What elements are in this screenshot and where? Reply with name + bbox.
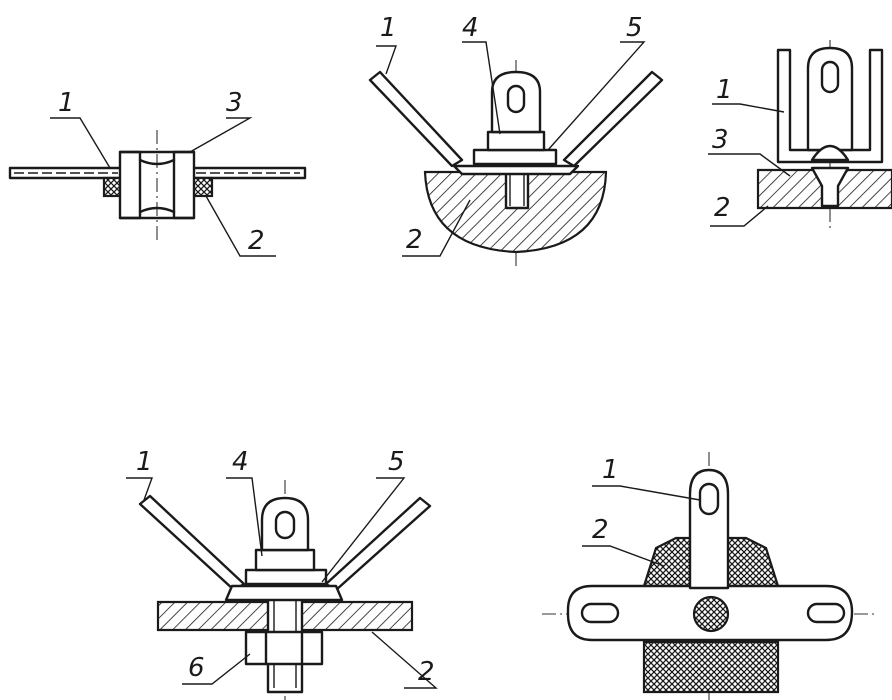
figure-a-grommet: 1 3 2 [8, 88, 307, 257]
fig-d-label-1: 1 [136, 447, 153, 477]
fig-d-label-4: 4 [232, 447, 249, 477]
fig-e-label-2: 2 [592, 515, 609, 545]
fig-b-label-5: 5 [626, 13, 643, 43]
figure-e-cross-plate: 1 2 [542, 452, 878, 700]
fig-a-label-1: 1 [58, 88, 75, 118]
fig-b-label-1: 1 [380, 13, 397, 43]
fig-c-label-3: 3 [712, 125, 729, 155]
figure-c-countersunk-eyebolt: 1 3 2 [708, 40, 892, 230]
figure-b-eyebolt-anchor: 1 4 5 2 [368, 13, 664, 268]
figure-d-through-bolt: 1 4 5 6 2 [126, 447, 438, 700]
fig-a-label-2: 2 [248, 226, 265, 256]
fig-c-label-1: 1 [716, 75, 733, 105]
fig-e-label-1: 1 [602, 455, 619, 485]
fig-b-label-2: 2 [406, 225, 423, 255]
fig-a-label-3: 3 [226, 88, 243, 118]
fig-b-label-4: 4 [462, 13, 479, 43]
fig-d-label-5: 5 [388, 447, 405, 477]
fig-d-label-2: 2 [418, 657, 435, 687]
fig-c-label-2: 2 [714, 193, 731, 223]
fig-d-label-6: 6 [188, 653, 205, 683]
